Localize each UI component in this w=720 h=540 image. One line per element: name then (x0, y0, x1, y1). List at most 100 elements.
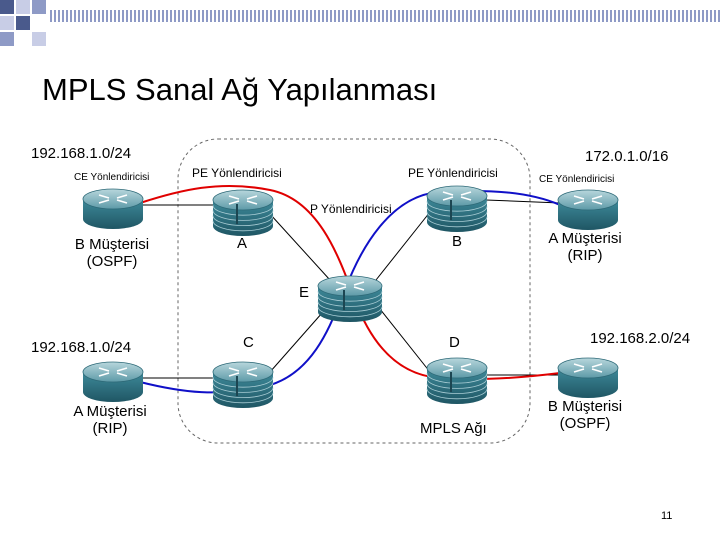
header-stripe (718, 10, 720, 22)
page-number: 11 (661, 510, 673, 522)
header-stripe (614, 10, 616, 22)
header-stripe (630, 10, 632, 22)
router-pe-b-icon (426, 185, 488, 232)
header-stripe (458, 10, 460, 22)
header-stripe (250, 10, 252, 22)
header-stripe (62, 10, 64, 22)
router-ce-top-left-icon (82, 188, 144, 229)
header-stripe (702, 10, 704, 22)
header-stripe (130, 10, 132, 22)
header-stripe (318, 10, 320, 22)
header-stripe (70, 10, 72, 22)
router-pe-a-icon (212, 189, 274, 236)
header-stripe (398, 10, 400, 22)
header-stripe (366, 10, 368, 22)
header-stripe (178, 10, 180, 22)
header-stripe (514, 10, 516, 22)
header-stripe (530, 10, 532, 22)
customer-bottom-right: B Müşterisi (OSPF) (525, 398, 645, 433)
customer-top-right: A Müşterisi (RIP) (525, 230, 645, 265)
header-stripe (446, 10, 448, 22)
header-stripe (370, 10, 372, 22)
header-stripe (690, 10, 692, 22)
header-stripe (538, 10, 540, 22)
header-stripe (266, 10, 268, 22)
header-stripe (626, 10, 628, 22)
header-stripe (238, 10, 240, 22)
mpls-cloud-label: MPLS Ağı (420, 420, 487, 437)
header-stripe (158, 10, 160, 22)
header-stripe (518, 10, 520, 22)
header-stripe (78, 10, 80, 22)
header-stripe (210, 10, 212, 22)
header-stripe (542, 10, 544, 22)
header-stripe (162, 10, 164, 22)
header-stripe (574, 10, 576, 22)
header-stripe (686, 10, 688, 22)
header-stripe (114, 10, 116, 22)
header-stripe (174, 10, 176, 22)
router-ce-top-right-icon (557, 189, 619, 230)
header-stripe (50, 10, 52, 22)
header-stripe (410, 10, 412, 22)
header-stripe (586, 10, 588, 22)
router-letter-e: E (299, 284, 310, 301)
header-stripe (374, 10, 376, 22)
header-stripe (330, 10, 332, 22)
header-stripe (606, 10, 608, 22)
corner-square-3 (32, 0, 46, 14)
header-stripe (118, 10, 120, 22)
corner-square-5 (0, 16, 14, 30)
header-stripe (82, 10, 84, 22)
header-stripe (94, 10, 96, 22)
header-stripe (198, 10, 200, 22)
subnet-bottom-right: 192.168.2.0/24 (590, 330, 691, 347)
header-stripe (682, 10, 684, 22)
router-pe-d-icon (426, 357, 488, 404)
header-stripe (274, 10, 276, 22)
header-stripe (562, 10, 564, 22)
router-p-e-icon (317, 275, 383, 322)
header-stripe (638, 10, 640, 22)
customer-top-left-name: B Müşterisi (74, 236, 150, 253)
header-stripe (202, 10, 204, 22)
header-stripe (350, 10, 352, 22)
header-stripe (74, 10, 76, 22)
header-stripe (146, 10, 148, 22)
router-pe-c-icon (212, 361, 274, 408)
header-stripe (502, 10, 504, 22)
mpls-cloud-boundary (177, 138, 531, 444)
header-stripe (658, 10, 660, 22)
header-stripe (226, 10, 228, 22)
header-stripe (298, 10, 300, 22)
header-stripe (386, 10, 388, 22)
header-stripe (382, 10, 384, 22)
header-stripe (218, 10, 220, 22)
header-stripe (526, 10, 528, 22)
header-stripe (222, 10, 224, 22)
header-stripe (714, 10, 716, 22)
role-pe-a: PE Yönlendiricisi (192, 166, 282, 180)
router-ce-bottom-left-icon (82, 361, 144, 402)
header-stripe (634, 10, 636, 22)
header-stripe (258, 10, 260, 22)
header-stripe (310, 10, 312, 22)
header-stripe (590, 10, 592, 22)
header-stripe (358, 10, 360, 22)
header-stripe (554, 10, 556, 22)
header-stripe (230, 10, 232, 22)
customer-top-right-protocol: (RIP) (567, 247, 603, 265)
header-stripe (426, 10, 428, 22)
header-stripe (362, 10, 364, 22)
router-letter-c: C (243, 334, 254, 351)
header-stripe (182, 10, 184, 22)
header-stripe (550, 10, 552, 22)
header-stripe (138, 10, 140, 22)
customer-top-left: B Müşterisi (OSPF) (52, 236, 172, 271)
header-stripe (90, 10, 92, 22)
header-stripe (66, 10, 68, 22)
header-stripe (710, 10, 712, 22)
header-stripe (122, 10, 124, 22)
header-stripe (394, 10, 396, 22)
